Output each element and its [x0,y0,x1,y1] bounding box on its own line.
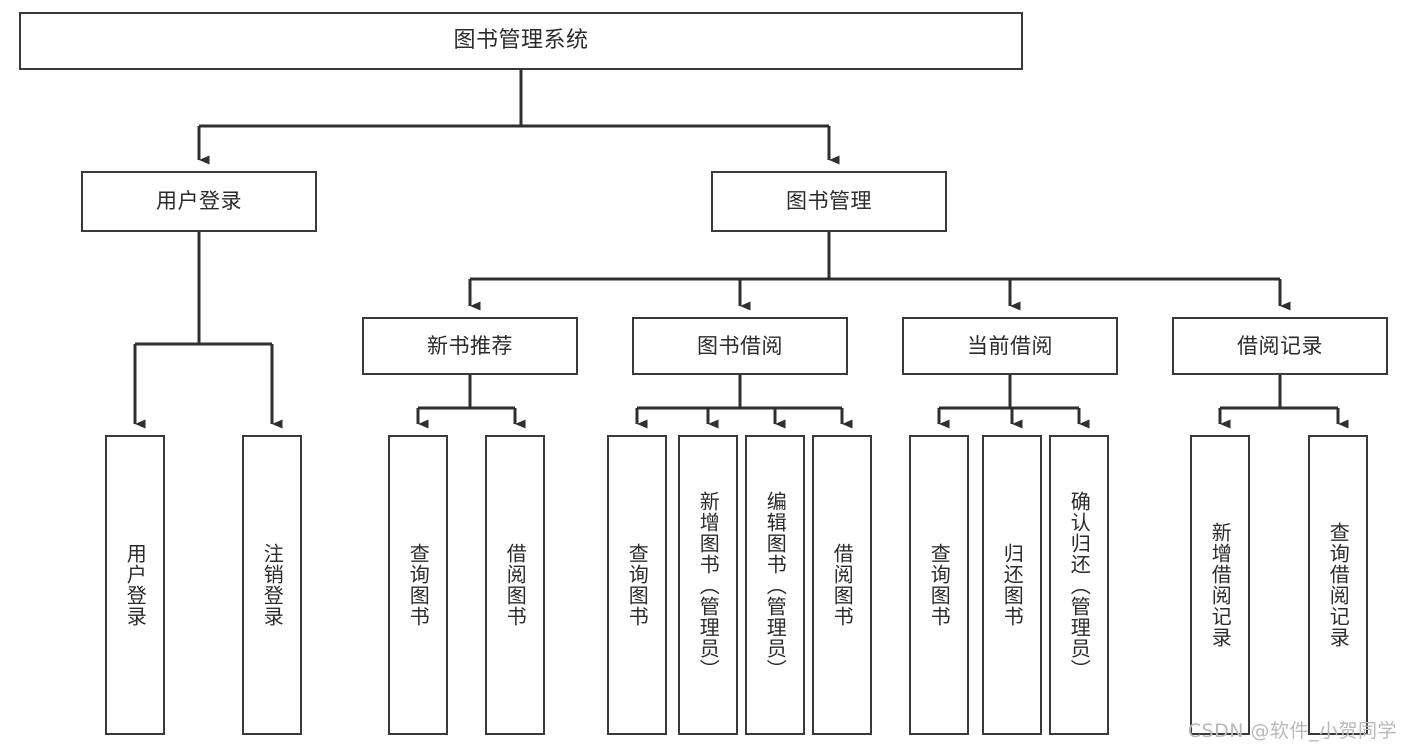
node-current-borrow[interactable]: 当前借阅 [902,317,1118,375]
node-label: 借阅图书 [830,543,855,627]
node-leaf-user-logout[interactable]: 注销登录 [242,435,302,735]
node-label: 确认归还（管理员） [1067,490,1092,680]
node-label: 图书借阅 [697,333,783,358]
node-new-book-rec[interactable]: 新书推荐 [362,317,578,375]
node-label: 当前借阅 [967,333,1053,358]
node-label: 查询图书 [927,543,952,627]
node-label: 注销登录 [260,543,285,627]
node-label: 新增图书（管理员） [696,490,721,680]
node-label: 借阅记录 [1237,333,1323,358]
node-label: 查询图书 [406,543,431,627]
node-leaf-rec-borrow[interactable]: 借阅图书 [485,435,545,735]
node-leaf-borrow-add[interactable]: 新增图书（管理员） [678,435,738,735]
node-user-login[interactable]: 用户登录 [81,171,317,232]
node-book-borrow[interactable]: 图书借阅 [632,317,848,375]
node-leaf-borrow-lend[interactable]: 借阅图书 [812,435,872,735]
node-label: 图书管理 [786,189,872,214]
node-leaf-cur-query[interactable]: 查询图书 [909,435,969,735]
node-leaf-rec-add[interactable]: 新增借阅记录 [1190,435,1250,735]
node-leaf-user-login[interactable]: 用户登录 [105,435,165,735]
node-label: 编辑图书（管理员） [763,490,788,680]
node-label: 用户登录 [123,543,148,627]
node-label: 新书推荐 [427,333,513,358]
node-leaf-borrow-edit[interactable]: 编辑图书（管理员） [745,435,805,735]
node-leaf-cur-return[interactable]: 归还图书 [982,435,1042,735]
node-book-manage[interactable]: 图书管理 [711,171,947,232]
node-label: 新增借阅记录 [1208,522,1233,648]
node-leaf-cur-confirm[interactable]: 确认归还（管理员） [1049,435,1109,735]
node-label: 查询借阅记录 [1326,522,1351,648]
node-borrow-record[interactable]: 借阅记录 [1172,317,1388,375]
node-label: 借阅图书 [503,543,528,627]
node-root[interactable]: 图书管理系统 [19,12,1023,70]
node-leaf-rec-query[interactable]: 查询图书 [388,435,448,735]
node-label: 图书管理系统 [453,28,589,54]
node-leaf-rec-search[interactable]: 查询借阅记录 [1308,435,1368,735]
node-label: 用户登录 [156,189,242,214]
node-label: 查询图书 [625,543,650,627]
node-label: 归还图书 [1000,543,1025,627]
node-leaf-borrow-query[interactable]: 查询图书 [607,435,667,735]
